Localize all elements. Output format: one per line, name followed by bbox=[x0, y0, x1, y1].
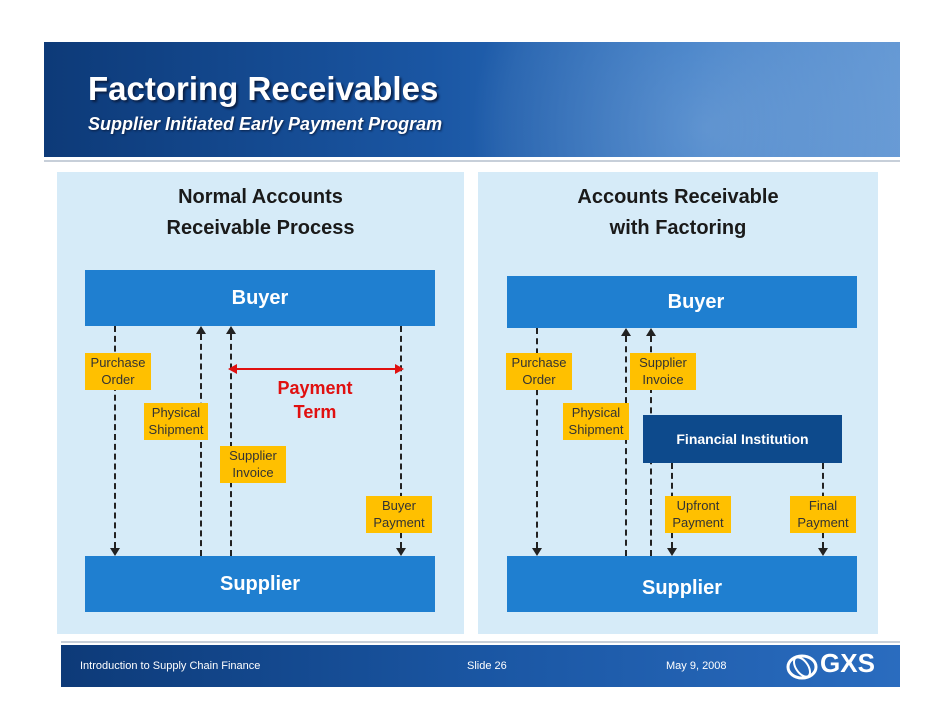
left-buyer-bar: Buyer bbox=[85, 270, 435, 326]
left-physical-shipment-line2: Shipment bbox=[148, 422, 204, 437]
globe-graphic bbox=[420, 42, 900, 157]
left-invoice-arrow bbox=[226, 326, 236, 334]
right-supplier-bar: Supplier bbox=[507, 556, 857, 612]
left-supplier-label: Supplier bbox=[219, 573, 300, 595]
financial-institution-label: Financial Institution bbox=[676, 431, 809, 447]
left-title-line1: Normal Accounts bbox=[178, 186, 343, 208]
left-purchase-order-label: Purchase Order bbox=[85, 353, 151, 390]
right-supplier-invoice-line1: Supplier bbox=[639, 355, 687, 370]
payment-term-line1: Payment bbox=[277, 378, 353, 398]
right-purchase-order-line2: Order bbox=[522, 372, 556, 387]
left-supplier-invoice-line2: Invoice bbox=[232, 465, 274, 480]
right-supplier-label: Supplier bbox=[641, 577, 722, 599]
footer-divider bbox=[61, 641, 900, 643]
left-supplier-invoice-label: Supplier Invoice bbox=[220, 446, 286, 483]
left-physical-shipment-line1: Physical bbox=[151, 405, 201, 420]
left-supplier-bar: Supplier bbox=[85, 556, 435, 612]
left-buyer-payment-line1: Buyer bbox=[382, 498, 416, 513]
footer-left-text: Introduction to Supply Chain Finance bbox=[80, 660, 261, 672]
right-title-line1: Accounts Receivable bbox=[577, 186, 779, 208]
gxs-logo-icon bbox=[786, 654, 818, 680]
left-purchase-order-line2: Order bbox=[101, 372, 135, 387]
left-shipment-line bbox=[200, 334, 202, 556]
final-payment-line2: Payment bbox=[797, 515, 849, 530]
right-shipment-arrow bbox=[621, 328, 631, 336]
right-purchase-order-label: Purchase Order bbox=[506, 353, 572, 390]
right-buyer-label: Buyer bbox=[667, 291, 725, 313]
right-panel-title: Accounts Receivable with Factoring bbox=[478, 182, 878, 244]
footer-bar bbox=[61, 645, 900, 687]
right-physical-shipment-line2: Shipment bbox=[568, 422, 624, 437]
right-supplier-invoice-line2: Invoice bbox=[642, 372, 684, 387]
left-shipment-arrow bbox=[196, 326, 206, 334]
upfront-payment-label: Upfront Payment bbox=[665, 496, 731, 533]
gxs-logo-text: GXS bbox=[820, 648, 875, 678]
left-supplier-invoice-line1: Supplier bbox=[229, 448, 277, 463]
right-physical-shipment-line1: Physical bbox=[571, 405, 621, 420]
financial-institution-box: Financial Institution bbox=[643, 415, 842, 463]
left-buyer-payment-label: Buyer Payment bbox=[366, 496, 432, 533]
right-upfront-payment-arrow bbox=[667, 548, 677, 556]
right-purchase-order-arrow bbox=[532, 548, 542, 556]
right-purchase-order-line bbox=[536, 328, 538, 548]
left-title-line2: Receivable Process bbox=[166, 217, 355, 239]
left-purchase-order-arrow bbox=[110, 548, 120, 556]
right-final-payment-arrow bbox=[818, 548, 828, 556]
left-purchase-order-line1: Purchase bbox=[90, 355, 146, 370]
final-payment-line1: Final bbox=[808, 498, 838, 513]
payment-term-label: Payment Term bbox=[260, 376, 370, 424]
header-divider bbox=[44, 160, 900, 162]
right-title-line2: with Factoring bbox=[609, 217, 747, 239]
right-invoice-arrow bbox=[646, 328, 656, 336]
right-shipment-line bbox=[625, 336, 627, 556]
slide-subtitle: Supplier Initiated Early Payment Program bbox=[88, 114, 443, 134]
right-supplier-invoice-label: Supplier Invoice bbox=[630, 353, 696, 390]
payment-term-line2: Term bbox=[293, 402, 337, 422]
footer-slide-number: Slide 26 bbox=[467, 660, 507, 672]
left-buyer-payment-line bbox=[400, 326, 402, 548]
left-buyer-label: Buyer bbox=[231, 287, 289, 309]
left-panel-title: Normal Accounts Receivable Process bbox=[57, 182, 464, 244]
left-purchase-order-line bbox=[114, 326, 116, 548]
title-banner: Factoring Receivables Supplier Initiated… bbox=[44, 42, 900, 157]
payment-term-arrow bbox=[228, 364, 404, 374]
right-physical-shipment-label: Physical Shipment bbox=[563, 403, 629, 440]
right-buyer-bar: Buyer bbox=[507, 276, 857, 328]
upfront-payment-line2: Payment bbox=[672, 515, 724, 530]
left-physical-shipment-label: Physical Shipment bbox=[144, 403, 208, 440]
right-purchase-order-line1: Purchase bbox=[511, 355, 567, 370]
upfront-payment-line1: Upfront bbox=[676, 498, 720, 513]
left-buyer-payment-arrow bbox=[396, 548, 406, 556]
footer-date: May 9, 2008 bbox=[666, 660, 727, 672]
final-payment-label: Final Payment bbox=[790, 496, 856, 533]
left-buyer-payment-line2: Payment bbox=[373, 515, 425, 530]
left-invoice-line bbox=[230, 334, 232, 556]
slide-title: Factoring Receivables bbox=[88, 70, 439, 107]
